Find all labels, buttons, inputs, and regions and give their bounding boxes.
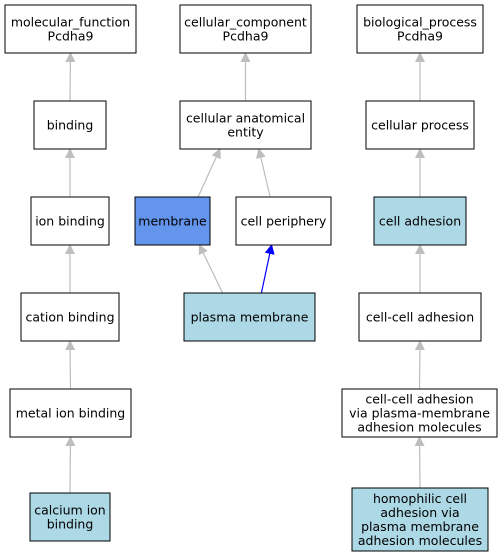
go-term-node-ion-binding: ion binding — [30, 196, 110, 246]
go-term-label: via plasma-membrane — [349, 406, 490, 421]
go-term-node-cation-binding: cation binding — [20, 292, 120, 342]
go-term-box — [29, 492, 111, 542]
go-term-node-metal-ion-binding: metal ion binding — [9, 388, 132, 438]
is-a-edge-plasma-membrane-to-cell-periphery — [260, 244, 275, 294]
go-term-label: Pcdha9 — [48, 29, 94, 44]
go-term-label: molecular_function — [11, 15, 130, 30]
go-term-label: entity — [227, 125, 264, 140]
go-term-node-binding: binding — [33, 100, 107, 150]
go-term-label: cellular_component — [184, 15, 307, 30]
go-term-label: plasma membrane — [191, 310, 309, 325]
go-term-node-cell-periphery: cell periphery — [235, 196, 332, 246]
go-term-box — [358, 292, 482, 342]
is-a-edge-metal-ion-binding-to-cation-binding — [65, 340, 76, 390]
go-term-label: Pcdha9 — [223, 29, 269, 44]
go-term-box — [9, 388, 132, 438]
go-term-box — [365, 100, 475, 150]
go-term-box — [134, 196, 211, 246]
go-term-label: binding — [47, 517, 94, 532]
go-term-label: ion binding — [35, 214, 105, 229]
go-term-box — [183, 292, 316, 342]
go-term-node-membrane: membrane — [134, 196, 211, 246]
go-term-label: homophilic cell — [373, 491, 467, 506]
go-term-node-cell-cell-adhesion: cell-cell adhesion — [358, 292, 482, 342]
go-term-label: cation binding — [25, 310, 114, 325]
go-term-node-plasma-membrane: plasma membrane — [183, 292, 316, 342]
go-term-label: plasma membrane — [361, 519, 479, 534]
go-term-label: cellular anatomical — [186, 111, 305, 126]
go-term-box — [30, 196, 110, 246]
go-term-label: Pcdha9 — [397, 29, 443, 44]
go-term-box — [20, 292, 120, 342]
is-a-edge-calcium-ion-binding-to-metal-ion-binding — [65, 436, 76, 494]
go-term-label: membrane — [138, 214, 207, 229]
go-term-node-cell-adhesion: cell adhesion — [373, 196, 467, 246]
go-term-label: adhesion molecules — [357, 420, 481, 435]
go-term-box — [235, 196, 332, 246]
go-term-box — [179, 100, 312, 150]
go-term-label: cell adhesion — [379, 214, 461, 229]
go-term-label: binding — [47, 118, 94, 133]
is-a-edge-binding-to-mf-root — [65, 52, 76, 102]
go-term-label: cell-cell adhesion — [366, 310, 474, 325]
edge-layer — [65, 52, 425, 494]
is-a-edge-plasma-membrane-to-membrane — [198, 244, 224, 294]
go-term-box — [33, 100, 107, 150]
go-term-box — [373, 196, 467, 246]
go-term-label: cell periphery — [241, 214, 327, 229]
is-a-edge-membrane-to-cellular-anatomical-entity — [197, 148, 221, 198]
go-term-box — [341, 388, 498, 438]
go-term-label: calcium ion — [34, 503, 105, 518]
is-a-edge-cell-periphery-to-cellular-anatomical-entity — [256, 148, 271, 198]
go-term-label: adhesion via — [380, 505, 459, 520]
go-term-label: adhesion molecules — [358, 533, 482, 548]
go-term-box — [356, 4, 484, 54]
is-a-edge-cell-cell-adhesion-pm-to-cell-cell-adhesion — [414, 340, 425, 390]
go-term-node-cellular-process: cellular process — [365, 100, 475, 150]
is-a-edge-homophilic-cell-adhesion-to-cell-cell-adhesion-pm — [414, 436, 425, 489]
go-term-label: cellular process — [371, 118, 469, 133]
go-term-label: biological_process — [363, 15, 477, 30]
go-term-label: cell-cell adhesion — [365, 392, 473, 407]
go-term-box — [351, 487, 489, 552]
go-term-box — [179, 4, 312, 54]
go-term-label: metal ion binding — [16, 406, 126, 421]
go-term-box — [4, 4, 137, 54]
